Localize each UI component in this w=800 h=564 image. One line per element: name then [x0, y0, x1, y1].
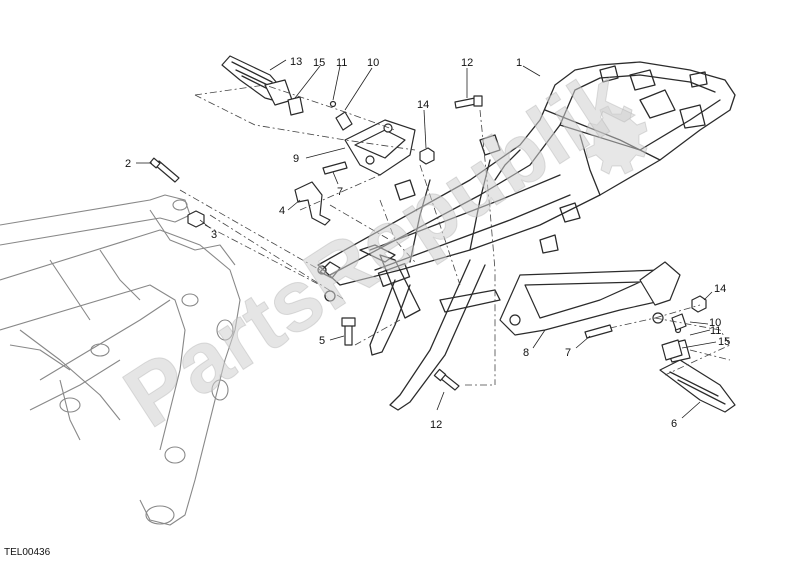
callout-13: 13 [290, 56, 302, 68]
callout-10-right: 10 [709, 317, 721, 329]
rear-subframe [317, 61, 736, 411]
callout-10-left: 10 [367, 57, 379, 69]
main-frame-outline [0, 194, 241, 526]
callout-2: 2 [125, 158, 131, 170]
callout-5: 5 [319, 335, 325, 347]
callout-7-left: 7 [337, 186, 343, 198]
left-footrest-bracket [344, 119, 416, 176]
callout-12-top: 12 [461, 57, 473, 69]
callout-15-right: 15 [718, 336, 730, 348]
callout-14-top: 14 [417, 99, 429, 111]
callout-11-right: 11 [710, 325, 721, 337]
callout-3: 3 [211, 229, 217, 241]
assembly-lines [179, 84, 731, 386]
hardware-parts [149, 95, 707, 391]
callout-leaders [136, 59, 717, 419]
callout-8: 8 [523, 347, 529, 359]
watermark: PartsRepublik [108, 50, 648, 446]
callout-15-left: 15 [313, 57, 325, 69]
left-footpeg [221, 55, 293, 106]
callout-7-right: 7 [565, 347, 571, 359]
diagram-code: TEL00436 [4, 547, 51, 558]
callout-9: 9 [293, 153, 299, 165]
callout-11-left: 11 [336, 57, 347, 69]
callout-6: 6 [671, 418, 677, 430]
callout-labels: 1 2 3 4 5 6 7 7 8 9 10 10 11 11 12 12 13… [125, 56, 730, 431]
callout-4: 4 [279, 205, 285, 217]
watermark-text: PartsRepublik [108, 50, 645, 446]
callout-14-right: 14 [714, 283, 726, 295]
callout-12-bottom: 12 [430, 419, 442, 431]
callout-1: 1 [516, 57, 522, 69]
right-footrest-bracket [499, 261, 681, 336]
